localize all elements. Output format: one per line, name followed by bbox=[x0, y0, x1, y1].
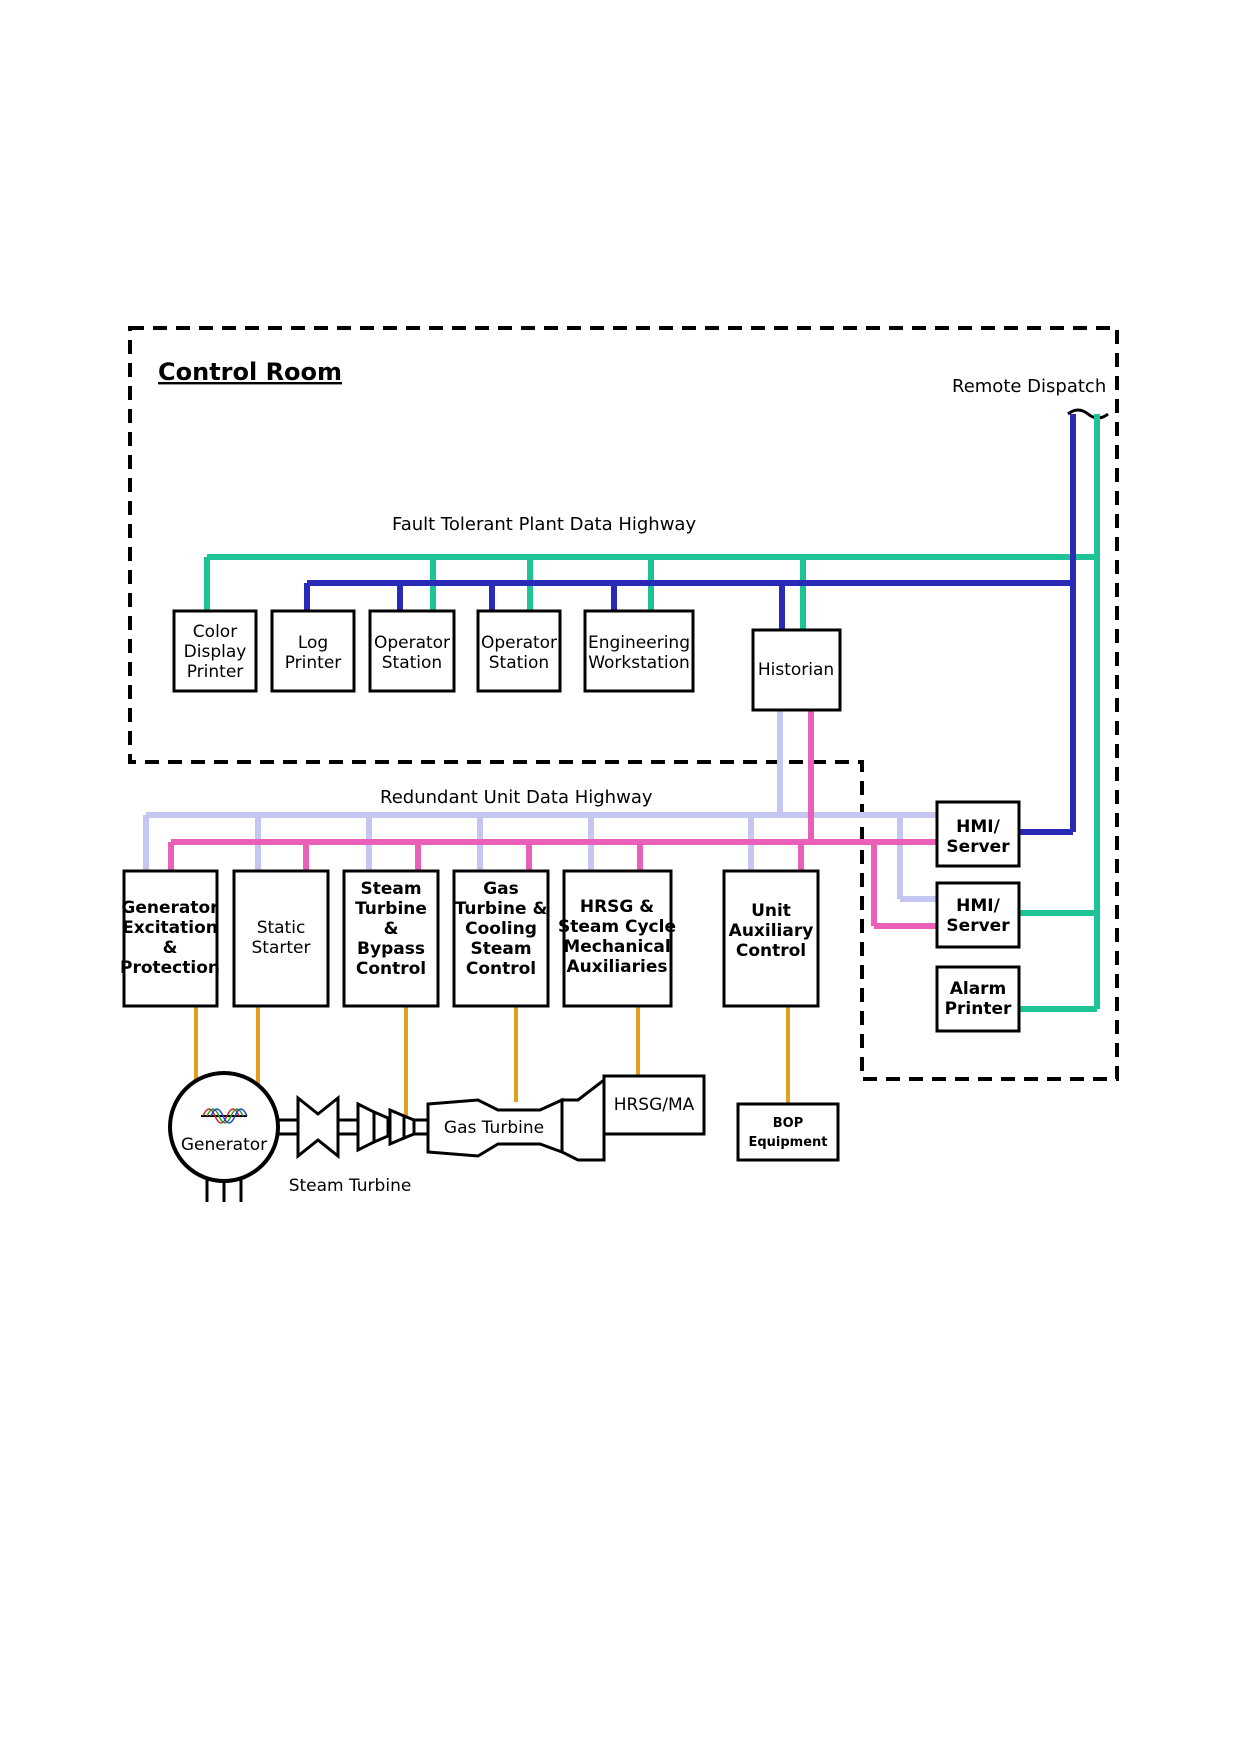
svg-text:Printer: Printer bbox=[945, 999, 1012, 1019]
svg-text:Gas: Gas bbox=[483, 879, 519, 899]
historian-box: Historian bbox=[751, 628, 842, 712]
svg-text:Color: Color bbox=[193, 622, 237, 642]
svg-text:Printer: Printer bbox=[187, 662, 244, 682]
color-display-printer-box: Color Display Printer bbox=[172, 609, 258, 693]
svg-text:&: & bbox=[163, 938, 178, 958]
alarm-printer-box: Alarm Printer bbox=[935, 965, 1021, 1033]
control-room-title: Control Room bbox=[158, 358, 342, 386]
svg-text:Operator: Operator bbox=[374, 633, 450, 653]
remote-dispatch-connector bbox=[1067, 408, 1109, 420]
bop-equipment-box: BOP Equipment bbox=[736, 1102, 840, 1162]
svg-text:Server: Server bbox=[946, 916, 1010, 936]
svg-text:HRSG &: HRSG & bbox=[580, 897, 654, 917]
svg-text:Auxiliary: Auxiliary bbox=[729, 921, 814, 941]
svg-text:Cooling: Cooling bbox=[465, 919, 537, 939]
svg-text:Control: Control bbox=[356, 959, 426, 979]
io-connections bbox=[194, 1006, 790, 1125]
control-room-boundary bbox=[128, 326, 1119, 1081]
log-printer-box: Log Printer bbox=[270, 609, 356, 693]
generator-excitation-box: Generator Excitation & Protection bbox=[120, 869, 220, 1008]
steam-turbine-equipment bbox=[296, 1094, 416, 1160]
hmi-server-box-2: HMI/ Server bbox=[935, 881, 1021, 949]
svg-text:Workstation: Workstation bbox=[588, 653, 690, 673]
svg-text:Server: Server bbox=[946, 837, 1010, 857]
gas-turbine-control-box: Gas Turbine & Cooling Steam Control bbox=[452, 869, 550, 1008]
svg-text:Station: Station bbox=[382, 653, 442, 673]
svg-text:Steam: Steam bbox=[360, 879, 421, 899]
unit-auxiliary-control-box: Unit Auxiliary Control bbox=[722, 869, 820, 1008]
svg-text:&: & bbox=[384, 919, 399, 939]
unit-highway-label: Redundant Unit Data Highway bbox=[380, 787, 653, 808]
svg-text:Turbine: Turbine bbox=[355, 899, 427, 919]
generator-label: Generator bbox=[181, 1135, 267, 1155]
svg-text:Alarm: Alarm bbox=[950, 979, 1007, 999]
hrsg-equipment: HRSG/MA bbox=[560, 1074, 706, 1162]
operator-station-box-1: Operator Station bbox=[368, 609, 456, 693]
plant-highway-label: Fault Tolerant Plant Data Highway bbox=[392, 514, 696, 535]
remote-dispatch-label: Remote Dispatch bbox=[952, 376, 1106, 397]
svg-text:Display: Display bbox=[184, 642, 247, 662]
svg-text:Operator: Operator bbox=[481, 633, 557, 653]
generator-equipment: Generator bbox=[168, 1071, 280, 1202]
svg-text:HMI/: HMI/ bbox=[956, 817, 1000, 837]
svg-text:Turbine &: Turbine & bbox=[455, 899, 548, 919]
svg-text:Mechanical: Mechanical bbox=[563, 937, 670, 957]
plant-highway-green bbox=[204, 414, 1100, 1012]
svg-text:HMI/: HMI/ bbox=[956, 896, 1000, 916]
steam-turbine-control-box: Steam Turbine & Bypass Control bbox=[342, 869, 440, 1008]
svg-text:Bypass: Bypass bbox=[357, 939, 425, 959]
svg-text:Static: Static bbox=[257, 918, 306, 938]
gas-turbine-equipment: Gas Turbine bbox=[426, 1097, 564, 1158]
sine-wave-icon bbox=[202, 1108, 240, 1124]
steam-turbine-label: Steam Turbine bbox=[289, 1176, 412, 1196]
svg-text:Equipment: Equipment bbox=[748, 1135, 827, 1150]
svg-text:Generator: Generator bbox=[121, 898, 219, 918]
svg-text:Unit: Unit bbox=[751, 901, 791, 921]
svg-text:BOP: BOP bbox=[773, 1116, 804, 1131]
svg-text:Steam Cycle: Steam Cycle bbox=[558, 917, 676, 937]
svg-text:Auxiliaries: Auxiliaries bbox=[566, 957, 667, 977]
static-starter-box: Static Starter bbox=[232, 869, 330, 1008]
hrsg-control-box: HRSG & Steam Cycle Mechanical Auxiliarie… bbox=[558, 869, 676, 1008]
svg-text:Control: Control bbox=[466, 959, 536, 979]
svg-text:Starter: Starter bbox=[252, 938, 311, 958]
svg-text:Log: Log bbox=[298, 633, 328, 653]
svg-text:Station: Station bbox=[489, 653, 549, 673]
svg-text:Excitation: Excitation bbox=[122, 918, 218, 938]
hrsg-ma-label: HRSG/MA bbox=[614, 1095, 695, 1115]
hmi-server-box-1: HMI/ Server bbox=[935, 800, 1021, 868]
operator-station-box-2: Operator Station bbox=[476, 609, 562, 693]
engineering-workstation-box: Engineering Workstation bbox=[583, 609, 695, 693]
svg-text:Printer: Printer bbox=[285, 653, 342, 673]
unit-highway-pink bbox=[168, 710, 938, 929]
svg-text:Protection: Protection bbox=[120, 958, 220, 978]
plant-highway-blue bbox=[304, 414, 1076, 835]
svg-text:Control: Control bbox=[736, 941, 806, 961]
svg-text:Steam: Steam bbox=[470, 939, 531, 959]
svg-text:Historian: Historian bbox=[758, 660, 834, 680]
svg-text:Engineering: Engineering bbox=[588, 633, 690, 653]
gas-turbine-label: Gas Turbine bbox=[444, 1118, 544, 1138]
